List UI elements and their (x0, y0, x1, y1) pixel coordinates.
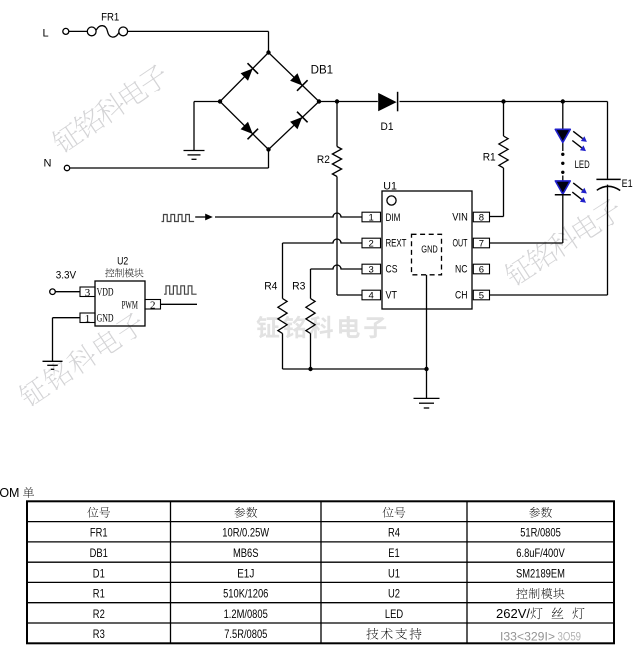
svg-text:3.3V: 3.3V (56, 270, 77, 282)
svg-text:VDD: VDD (97, 287, 114, 299)
svg-text:R3: R3 (93, 627, 105, 641)
svg-text:8: 8 (479, 212, 484, 223)
svg-text:51R/0805: 51R/0805 (520, 526, 561, 540)
svg-text:10R/0.25W: 10R/0.25W (222, 526, 269, 540)
svg-text:R4: R4 (388, 526, 400, 540)
svg-text:3: 3 (369, 264, 374, 275)
svg-text:U1: U1 (383, 181, 397, 193)
svg-text:U1: U1 (388, 566, 400, 580)
svg-text:L: L (43, 27, 49, 39)
svg-text:5: 5 (479, 290, 484, 301)
svg-text:DB1: DB1 (311, 63, 334, 77)
svg-text:510K/1206: 510K/1206 (223, 587, 269, 601)
svg-text:PWM: PWM (122, 300, 138, 312)
svg-text:U2: U2 (117, 255, 128, 267)
svg-text:I33<329I>: I33<329I> (500, 630, 555, 644)
svg-text:NC: NC (455, 264, 468, 276)
svg-text:1: 1 (369, 212, 374, 223)
svg-text:3O59: 3O59 (558, 630, 582, 644)
svg-text:D1: D1 (93, 566, 105, 580)
svg-text:R4: R4 (264, 281, 277, 293)
svg-text:7.5R/0805: 7.5R/0805 (224, 627, 267, 641)
svg-text:7: 7 (479, 238, 484, 249)
svg-text:GND: GND (97, 313, 114, 325)
svg-text:2: 2 (369, 238, 374, 249)
svg-text:LED: LED (385, 607, 403, 621)
svg-text:R2: R2 (317, 154, 330, 166)
svg-text:E1J: E1J (237, 566, 254, 580)
svg-text:SM2189EM: SM2189EM (516, 566, 565, 580)
svg-text:R2: R2 (93, 607, 105, 621)
svg-text:DIM: DIM (386, 212, 401, 224)
svg-text:D1: D1 (381, 121, 394, 133)
svg-text:CS: CS (386, 264, 398, 276)
svg-text:FR1: FR1 (90, 526, 108, 540)
svg-text:N: N (44, 158, 52, 170)
svg-text:1: 1 (85, 313, 91, 325)
svg-text:DB1: DB1 (90, 546, 108, 560)
svg-text:R1: R1 (483, 152, 496, 164)
svg-text:262V/: 262V/ (496, 606, 530, 621)
svg-text:VT: VT (386, 290, 398, 302)
svg-text:R1: R1 (93, 587, 105, 601)
svg-text:CH: CH (455, 290, 468, 302)
svg-text:FR1: FR1 (101, 11, 119, 23)
svg-text:REXT: REXT (386, 238, 407, 250)
svg-text:R3: R3 (292, 281, 305, 293)
svg-text:4: 4 (369, 290, 374, 301)
svg-text:2: 2 (150, 300, 156, 312)
svg-text:E1: E1 (388, 546, 400, 560)
svg-text:GND: GND (421, 243, 438, 255)
svg-text:3: 3 (85, 287, 91, 299)
svg-text:OUT: OUT (453, 238, 468, 250)
svg-text:MB6S: MB6S (233, 546, 259, 560)
svg-text:U2: U2 (388, 587, 400, 601)
svg-text:E1: E1 (622, 178, 633, 190)
svg-text:VIN: VIN (452, 212, 468, 224)
svg-text:6.8uF/400V: 6.8uF/400V (516, 546, 564, 560)
svg-text:BOM: BOM (0, 486, 19, 500)
svg-text:6: 6 (479, 264, 484, 275)
svg-text:1.2M/0805: 1.2M/0805 (224, 607, 268, 621)
svg-text:LED: LED (575, 159, 590, 171)
